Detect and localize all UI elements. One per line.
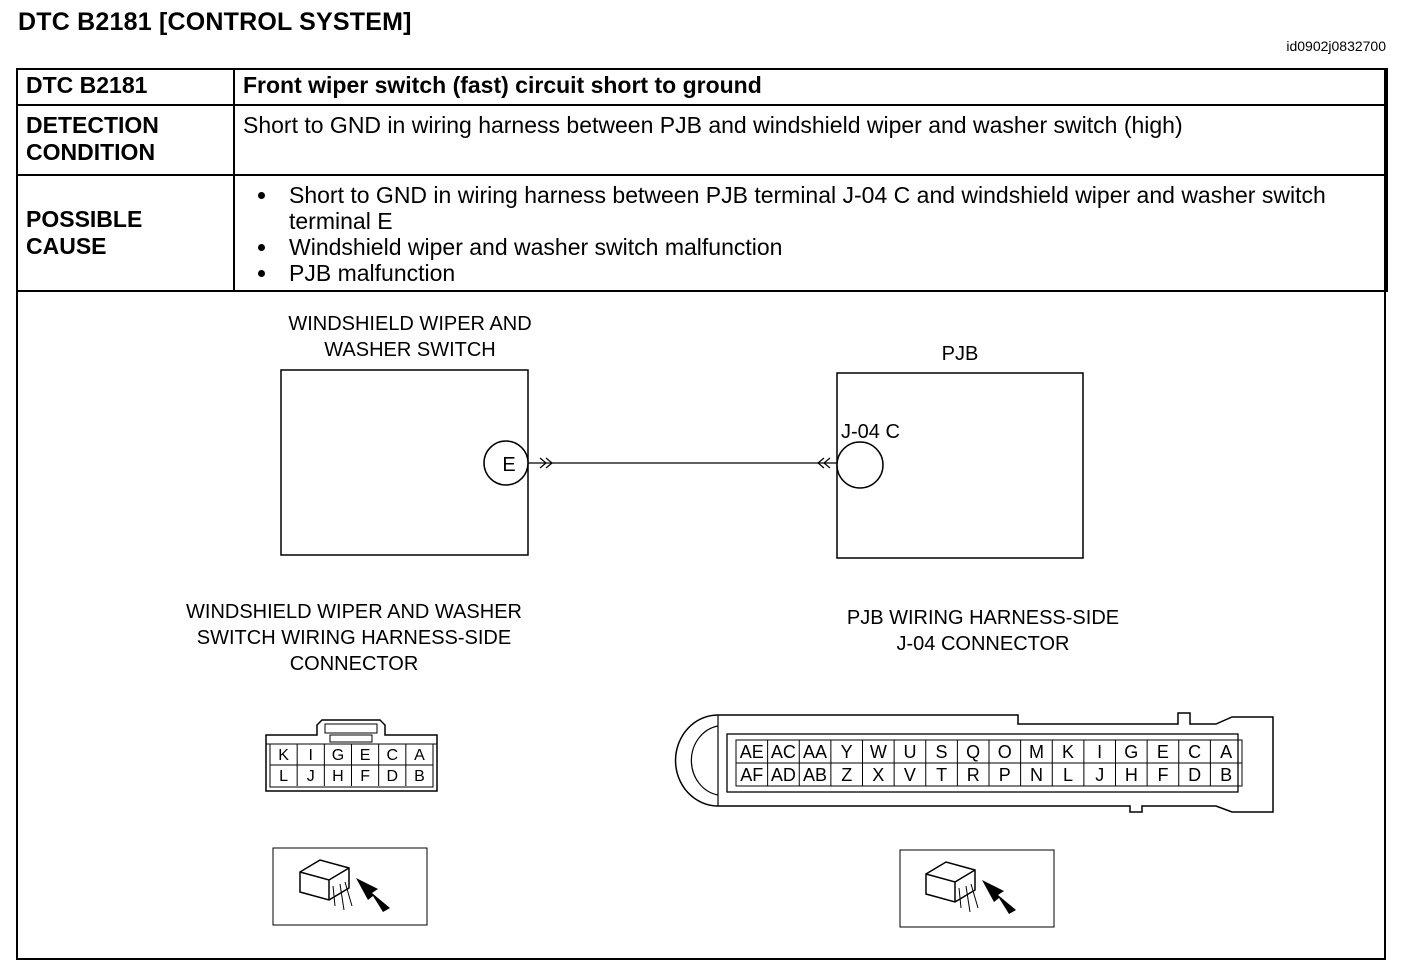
pjb-connector-pin: O <box>998 742 1012 762</box>
possible-cause-label-line-1: POSSIBLE <box>26 206 143 232</box>
switch-connector-pin: D <box>386 768 398 785</box>
possible-cause-list: Short to GND in wiring harness between P… <box>243 182 1378 286</box>
connector-view-icon <box>899 849 1055 928</box>
pjb-terminal-label: J-04 C <box>841 421 900 443</box>
pjb-connector-pin: AE <box>740 742 764 762</box>
pjb-connector-pin: S <box>936 742 948 762</box>
switch-terminal-label: E <box>502 454 515 476</box>
pjb-connector-pin: AC <box>771 742 796 762</box>
pjb-connector-title-line-1: PJB WIRING HARNESS-SIDE <box>847 607 1119 629</box>
switch-connector-pin: I <box>309 747 313 764</box>
dtc-description: Front wiper switch (fast) circuit short … <box>233 68 1388 106</box>
switch-connector-title-line-3: CONNECTOR <box>290 653 419 675</box>
connector-arrow-left-icon <box>817 457 831 469</box>
pjb-connector-pin: G <box>1124 742 1138 762</box>
switch-title-line-2: WASHER SWITCH <box>324 339 495 361</box>
switch-title-line-1: WINDSHIELD WIPER AND <box>288 313 531 335</box>
switch-connector-pin: G <box>332 747 344 764</box>
pjb-connector-title-line-2: J-04 CONNECTOR <box>897 633 1070 655</box>
possible-cause-row: POSSIBLE CAUSE Short to GND in wiring ha… <box>16 174 1388 292</box>
cause-item: PJB malfunction <box>279 260 1378 286</box>
possible-cause-list-cell: Short to GND in wiring harness between P… <box>233 174 1388 292</box>
possible-cause-label-line-2: CAUSE <box>26 233 107 259</box>
page-title: DTC B2181 [CONTROL SYSTEM] <box>18 8 412 36</box>
switch-connector-title-line-2: SWITCH WIRING HARNESS-SIDE <box>197 627 511 649</box>
switch-connector-pin: J <box>307 768 315 785</box>
pjb-connector-pin: F <box>1157 765 1168 785</box>
pjb-connector-pin: AD <box>771 765 796 785</box>
switch-connector-title-line-1: WINDSHIELD WIPER AND WASHER <box>186 601 522 623</box>
detection-label-line-1: DETECTION <box>26 112 159 138</box>
switch-connector-pin: K <box>278 747 289 764</box>
dtc-info-table: DTC B2181 Front wiper switch (fast) circ… <box>16 68 1388 292</box>
switch-connector-pin: L <box>279 768 288 785</box>
pjb-connector-pin: Z <box>841 765 852 785</box>
connector-arrow-right-icon <box>539 457 553 469</box>
arrow-icon <box>356 878 390 912</box>
pjb-connector-pin: X <box>872 765 884 785</box>
pjb-connector-pin: I <box>1097 742 1102 762</box>
pjb-connector-pin: AB <box>803 765 827 785</box>
pjb-connector-pin: AA <box>803 742 827 762</box>
pjb-connector-pin: Y <box>841 742 853 762</box>
pjb-connector-pin: V <box>904 765 916 785</box>
pjb-connector-pin: W <box>870 742 887 762</box>
pjb-connector-pin: J <box>1095 765 1104 785</box>
detection-condition: Short to GND in wiring harness between P… <box>233 104 1388 176</box>
pjb-connector-pin: A <box>1220 742 1232 762</box>
pjb-connector-pin: L <box>1063 765 1073 785</box>
detection-label-line-2: CONDITION <box>26 139 156 165</box>
pjb-connector-pin: K <box>1062 742 1074 762</box>
document-id: id0902j0832700 <box>1286 38 1386 54</box>
pjb-connector-pin: C <box>1188 742 1201 762</box>
switch-connector-pin: H <box>332 768 344 785</box>
pjb-connector-pin: T <box>936 765 947 785</box>
detection-label: DETECTION CONDITION <box>16 104 235 176</box>
switch-connector-pin: C <box>386 747 398 764</box>
pjb-terminal-circle <box>836 441 884 489</box>
pjb-connector-pin: Q <box>966 742 980 762</box>
cause-item: Windshield wiper and washer switch malfu… <box>279 234 1378 260</box>
dtc-row: DTC B2181 Front wiper switch (fast) circ… <box>16 68 1388 106</box>
pjb-connector-pin: N <box>1030 765 1043 785</box>
pjb-connector-pin: E <box>1157 742 1169 762</box>
possible-cause-label: POSSIBLE CAUSE <box>16 174 235 292</box>
pjb-connector-pin: H <box>1125 765 1138 785</box>
arrow-icon <box>982 880 1016 914</box>
switch-connector-pin: A <box>414 747 425 764</box>
pjb-connector-pin: P <box>999 765 1011 785</box>
pjb-connector-pin: M <box>1029 742 1044 762</box>
switch-connector-pin: B <box>414 768 425 785</box>
detection-row: DETECTION CONDITION Short to GND in wiri… <box>16 104 1388 176</box>
pjb-connector-pin: B <box>1220 765 1232 785</box>
pjb-connector-pin: U <box>903 742 916 762</box>
switch-connector-pin: E <box>360 747 371 764</box>
switch-connector-pin: F <box>360 768 370 785</box>
pjb-connector-pin: R <box>967 765 980 785</box>
dtc-label: DTC B2181 <box>16 68 235 106</box>
pjb-title: PJB <box>942 343 979 365</box>
connector-view-icon <box>272 847 428 926</box>
cause-item: Short to GND in wiring harness between P… <box>279 182 1378 234</box>
pjb-connector-pin: AF <box>740 765 763 785</box>
pjb-connector-pin: D <box>1188 765 1201 785</box>
